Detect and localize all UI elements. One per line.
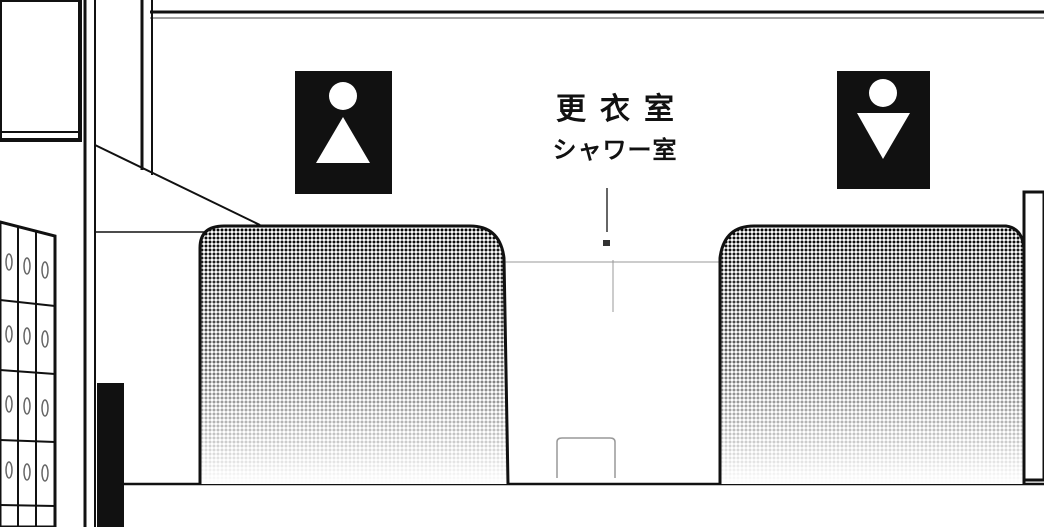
left-window — [0, 0, 82, 142]
sign-changing-room: 更衣室 — [556, 92, 688, 127]
male-restroom-icon — [837, 71, 930, 189]
lockers — [0, 220, 57, 527]
left-pillar — [83, 0, 261, 527]
sign-shower-room: シャワー室 — [552, 136, 678, 164]
center-wall — [500, 188, 720, 478]
black-post — [97, 383, 124, 527]
right-entrance — [718, 224, 1026, 484]
left-entrance — [198, 224, 510, 485]
ceiling-lines — [150, 10, 1044, 19]
female-restroom-icon — [295, 71, 392, 194]
right-pillar — [1022, 190, 1044, 482]
